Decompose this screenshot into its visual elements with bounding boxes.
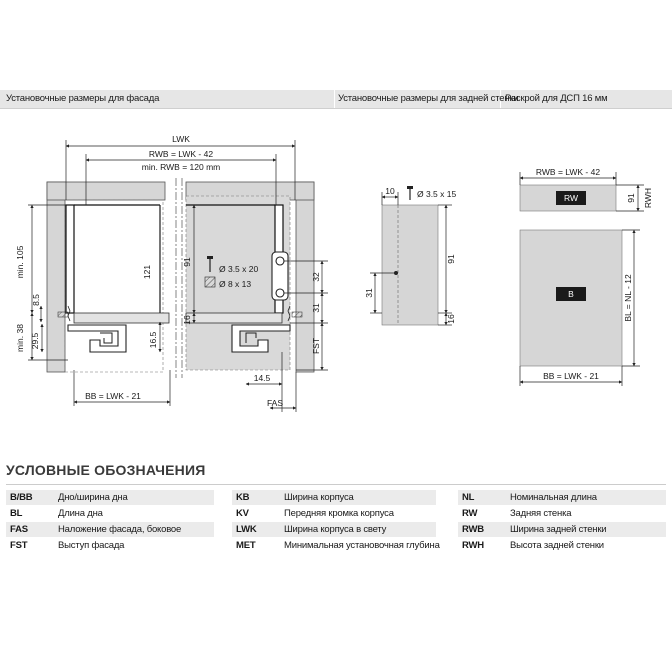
dowel-icon (204, 276, 216, 288)
legend-key: KV (236, 508, 249, 519)
legend-key: LWK (236, 524, 257, 535)
legend-value: Задняя стенка (510, 508, 572, 519)
dim-29-5: 29.5 (30, 332, 40, 349)
dim-rwb-min: min. RWB = 120 mm (142, 162, 221, 172)
dim-16-5: 16.5 (148, 331, 158, 348)
runner-profile-right (231, 324, 291, 353)
dim-31: 31 (311, 303, 321, 313)
dim-rwb: RWB = LWK - 42 (149, 149, 213, 159)
dim-fas: FAS (267, 398, 283, 408)
drawer-side-profile (65, 204, 75, 314)
header-back-dimensions: Установочные размеры для задней стенки (338, 93, 519, 104)
legend-value: Дно/ширина дна (58, 492, 128, 503)
label-b: B (568, 289, 574, 299)
legend-value: Передняя кромка корпуса (284, 508, 394, 519)
legend-key: RW (462, 508, 478, 519)
cut-plan (519, 172, 644, 386)
dim-bb-cut: BB = LWK - 21 (543, 371, 599, 381)
legend-value: Минимальная установочная глубина (284, 540, 440, 551)
header-cutting: Раскрой для ДСП 16 мм (505, 93, 608, 104)
dim-rwb-cut: RWB = LWK - 42 (536, 167, 600, 177)
dim-lwk: LWK (172, 134, 190, 144)
dim-bb: BB = LWK - 21 (85, 391, 141, 401)
dim-min38: min. 38 (15, 324, 25, 352)
legend-value: Ширина корпуса в свету (284, 524, 387, 535)
legend-divider (6, 484, 666, 485)
dim-91-front: 91 (182, 257, 192, 267)
legend-key: MET (236, 540, 256, 551)
legend-value: Ширина задней стенки (510, 524, 607, 535)
dim-31-back: 31 (364, 288, 374, 298)
label-screw: Ø 3.5 x 20 (219, 264, 258, 274)
legend-value: Высота задней стенки (510, 540, 604, 551)
legend-key: FAS (10, 524, 28, 535)
legend-key: BL (10, 508, 23, 519)
dim-91-cut: 91 (626, 193, 636, 203)
rw-label-box (556, 191, 586, 205)
dim-min105: min. 105 (15, 245, 25, 278)
cabinet-top-left (46, 181, 166, 201)
dim-91-back: 91 (446, 254, 456, 264)
header-bar (0, 90, 672, 109)
legend-key: RWH (462, 540, 484, 551)
legend-value: Номинальная длина (510, 492, 597, 503)
legend-key: KB (236, 492, 250, 503)
legend-value: Выступ фасада (58, 540, 125, 551)
b-label-box (556, 287, 586, 301)
back-panel (381, 204, 439, 326)
legend-value: Ширина корпуса (284, 492, 354, 503)
runner-profile (67, 324, 127, 353)
dim-10: 10 (385, 186, 395, 196)
cabinet-side-left (46, 181, 66, 373)
dim-fst: FST (311, 338, 321, 354)
screw-icon (407, 186, 413, 200)
legend-key: B/BB (10, 492, 33, 503)
dim-121: 121 (142, 265, 152, 279)
front-view (28, 140, 328, 412)
dim-16-back: 16 (446, 314, 456, 324)
legend-value: Длина дна (58, 508, 103, 519)
back-panel-view (370, 186, 452, 326)
legend-title: УСЛОВНЫЕ ОБОЗНАЧЕНИЯ (6, 462, 206, 478)
dim-16-front: 16 (182, 315, 192, 325)
legend-key: NL (462, 492, 475, 503)
label-dowel: Ø 8 x 13 (219, 279, 251, 289)
header-divider (334, 90, 335, 108)
screw-icon (207, 256, 213, 272)
dim-8-5: 8.5 (31, 294, 41, 306)
dim-bl: BL = NL - 12 (623, 274, 633, 322)
header-front-dimensions: Установочные размеры для фасада (6, 93, 160, 104)
label-screw-back: Ø 3.5 x 15 (417, 189, 456, 199)
drawer-bottom (73, 312, 170, 324)
dim-rwh: RWH (643, 188, 653, 208)
legend-key: RWB (462, 524, 484, 535)
label-rw: RW (564, 193, 578, 203)
dim-32: 32 (311, 272, 321, 282)
legend-value: Наложение фасада, боковое (58, 524, 182, 535)
dim-14-5: 14.5 (254, 373, 271, 383)
legend-key: FST (10, 540, 28, 551)
header-divider (500, 90, 501, 108)
front-bracket (271, 251, 289, 301)
